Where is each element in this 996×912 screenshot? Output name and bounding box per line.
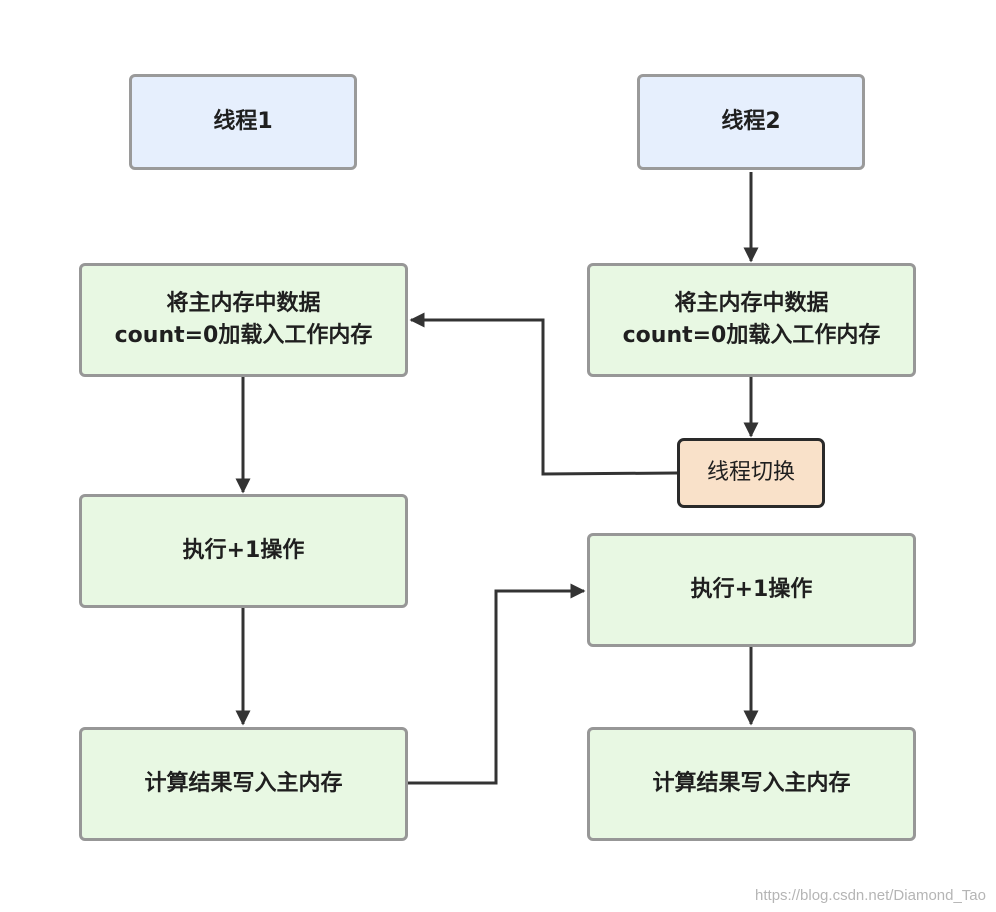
thread1-title-box: 线程1 — [129, 74, 357, 170]
thread-switch-box: 线程切换 — [677, 438, 825, 508]
arrow-t1-write-to-t2-execute — [407, 583, 586, 785]
thread2-load-box: 将主内存中数据 count=0加载入工作内存 — [587, 263, 916, 377]
thread1-title: 线程1 — [213, 109, 273, 134]
arrow-switch-to-t1-load — [409, 312, 678, 476]
thread2-write-box: 计算结果写入主内存 — [587, 727, 916, 841]
thread2-title: 线程2 — [721, 109, 781, 134]
thread2-load-line2: count=0加载入工作内存 — [622, 323, 881, 348]
thread-switch-label: 线程切换 — [706, 460, 795, 485]
thread1-load-line2: count=0加载入工作内存 — [114, 323, 373, 348]
thread2-execute-box: 执行+1操作 — [587, 533, 916, 647]
thread2-write-label: 计算结果写入主内存 — [652, 771, 851, 796]
thread2-execute-label: 执行+1操作 — [690, 577, 813, 602]
thread1-execute-box: 执行+1操作 — [79, 494, 408, 608]
watermark-text: https://blog.csdn.net/Diamond_Tao — [755, 887, 986, 904]
thread1-load-line1: 将主内存中数据 — [166, 291, 321, 316]
thread1-write-box: 计算结果写入主内存 — [79, 727, 408, 841]
thread2-title-box: 线程2 — [637, 74, 865, 170]
thread1-load-box: 将主内存中数据 count=0加载入工作内存 — [79, 263, 408, 377]
thread1-execute-label: 执行+1操作 — [182, 538, 305, 563]
thread2-load-line1: 将主内存中数据 — [674, 291, 829, 316]
thread1-write-label: 计算结果写入主内存 — [144, 771, 343, 796]
